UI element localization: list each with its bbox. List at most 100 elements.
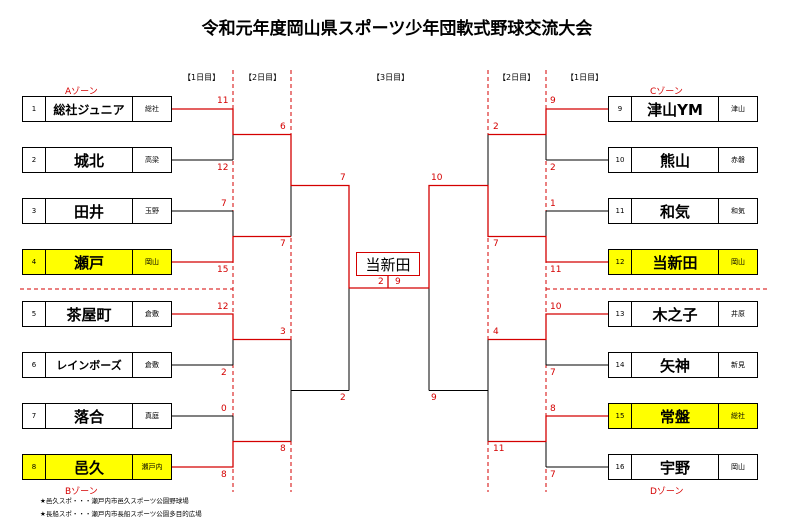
team-box-right-10[interactable]: 10 熊山 赤磐 [608,147,758,173]
score-final-left: 2 [378,277,384,287]
team-name: 邑久 [46,455,133,479]
team-region: 真庭 [145,412,159,420]
team-seed: 2 [23,148,46,172]
score-right-r1-3: 1 [550,199,556,209]
team-region: 玉野 [145,207,159,215]
team-seed: 6 [23,353,46,377]
team-name: 和気 [632,199,719,223]
zone-label-b: Bゾーン [65,487,98,497]
team-name: 城北 [46,148,133,172]
score-left-r2-2: 7 [280,239,286,249]
team-name: 田井 [46,199,133,223]
team-name: 瀬戸 [46,250,133,274]
team-name: 落合 [46,404,133,428]
team-region: 井原 [731,310,745,318]
score-left-r3-1: 7 [340,173,346,183]
team-name: 当新田 [632,250,719,274]
round-label-left-1: 【1日目】 [183,73,221,82]
team-box-left-8[interactable]: 8 邑久 瀬戸内 [22,454,172,480]
zone-label-c: Cゾーン [650,87,683,97]
score-right-r2-4: 11 [493,444,505,454]
round-label-final: 【3日目】 [372,73,410,82]
team-box-left-7[interactable]: 7 落合 真庭 [22,403,172,429]
score-left-r1-2: 12 [217,163,229,173]
venue-note-2: ★長船スポ・・・瀬戸内市長船スポーツ公園多目的広場 [40,510,202,518]
score-left-r2-1: 6 [280,122,286,132]
score-left-r1-8: 8 [221,470,227,480]
team-seed: 10 [609,148,632,172]
score-left-r1-5: 12 [217,302,229,312]
team-seed: 5 [23,302,46,326]
team-seed: 7 [23,404,46,428]
score-right-r1-1: 9 [550,96,556,106]
team-box-left-4[interactable]: 4 瀬戸 岡山 [22,249,172,275]
round-dividers [232,70,547,492]
team-name: 茶屋町 [46,302,133,326]
team-box-right-14[interactable]: 14 矢神 新見 [608,352,758,378]
bracket-red [172,108,608,468]
score-left-r3-2: 2 [340,393,346,403]
team-seed: 13 [609,302,632,326]
team-box-left-3[interactable]: 3 田井 玉野 [22,198,172,224]
score-left-r1-6: 2 [221,368,227,378]
team-region: 倉敷 [145,361,159,369]
score-right-r1-7: 8 [550,404,556,414]
team-seed: 15 [609,404,632,428]
team-box-left-2[interactable]: 2 城北 高梁 [22,147,172,173]
score-left-r2-3: 3 [280,327,286,337]
round-label-right-1: 【1日目】 [566,73,604,82]
score-left-r1-4: 15 [217,265,229,275]
score-final-right: 9 [395,277,401,287]
team-box-right-16[interactable]: 16 宇野 岡山 [608,454,758,480]
team-region: 総社 [145,105,159,113]
venue-note-1: ★邑久スポ・・・瀬戸内市邑久スポーツ公園野球場 [40,497,189,505]
team-name: 矢神 [632,353,719,377]
team-box-left-5[interactable]: 5 茶屋町 倉敷 [22,301,172,327]
score-left-r1-1: 11 [217,96,229,106]
round-label-left-2: 【2日目】 [244,73,282,82]
team-name: 総社ジュニア [46,97,133,121]
score-right-r2-3: 4 [493,327,499,337]
team-seed: 14 [609,353,632,377]
team-seed: 8 [23,455,46,479]
team-name: 木之子 [632,302,719,326]
score-right-r1-2: 2 [550,163,556,173]
score-right-r1-4: 11 [550,265,562,275]
page-title: 令和元年度岡山県スポーツ少年団軟式野球交流大会 [201,19,593,39]
team-seed: 12 [609,250,632,274]
team-seed: 1 [23,97,46,121]
team-seed: 3 [23,199,46,223]
team-region: 総社 [731,412,745,420]
team-region: 新見 [731,361,745,369]
team-region: 倉敷 [145,310,159,318]
team-box-right-13[interactable]: 13 木之子 井原 [608,301,758,327]
team-box-right-11[interactable]: 11 和気 和気 [608,198,758,224]
team-region: 岡山 [145,258,159,266]
score-right-r1-8: 7 [550,470,556,480]
team-region: 津山 [731,105,745,113]
team-name: 熊山 [632,148,719,172]
score-left-r2-4: 8 [280,444,286,454]
team-region: 岡山 [731,258,745,266]
team-seed: 11 [609,199,632,223]
score-right-r2-2: 7 [493,239,499,249]
zone-label-d: Dゾーン [650,487,684,497]
team-region: 瀬戸内 [141,463,163,471]
team-box-right-12[interactable]: 12 当新田 岡山 [608,249,758,275]
team-box-left-1[interactable]: 1 総社ジュニア 総社 [22,96,172,122]
team-region: 和気 [731,207,745,215]
team-box-right-9[interactable]: 9 津山YM 津山 [608,96,758,122]
team-region: 赤磐 [731,156,745,164]
score-left-r1-7: 0 [221,404,227,414]
team-region: 岡山 [731,463,745,471]
score-right-r2-1: 2 [493,122,499,132]
champion-box: 当新田 [356,252,420,276]
team-name: 津山YM [632,97,719,121]
score-right-r1-6: 7 [550,368,556,378]
team-name: 常盤 [632,404,719,428]
team-box-left-6[interactable]: 6 レインボーズ 倉敷 [22,352,172,378]
team-seed: 16 [609,455,632,479]
score-right-r3-1: 10 [431,173,443,183]
team-box-right-15[interactable]: 15 常盤 総社 [608,403,758,429]
